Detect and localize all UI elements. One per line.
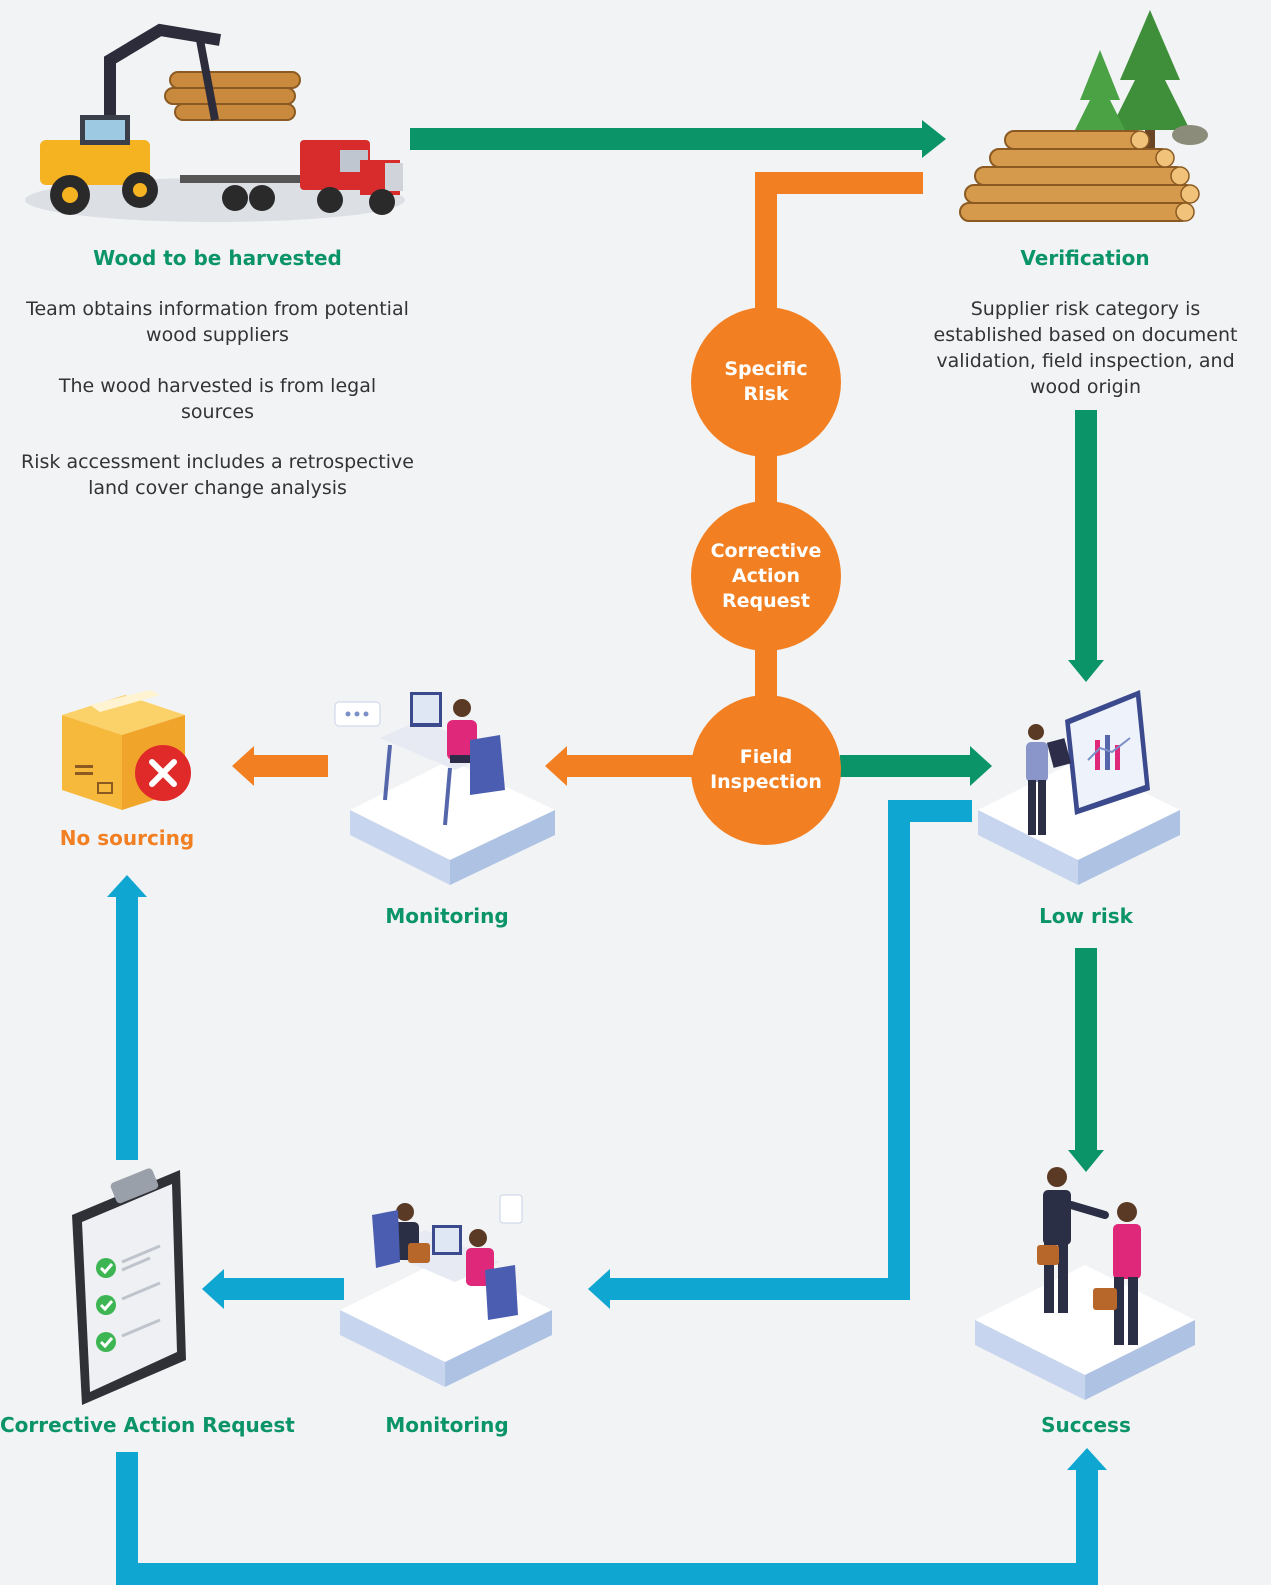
corrective-action-request-node: Corrective Action Request [691, 501, 841, 651]
arrow-field-inspection-to-low-risk [840, 746, 992, 786]
specific-risk-node: Specific Risk [691, 307, 841, 457]
verification-description: Supplier risk category is established ba… [933, 298, 1238, 398]
monitoring-meeting-illustration [340, 1194, 552, 1387]
no-sourcing-box-illustration [62, 690, 191, 810]
arrow-harvest-to-verification [410, 120, 946, 158]
trees-and-log-pile-illustration [959, 10, 1208, 222]
no-sourcing-label: No sourcing [59, 826, 195, 850]
connector-car-to-field-inspection [755, 640, 777, 700]
monitoring-top-label: Monitoring [385, 904, 509, 928]
clipboard-checklist-illustration [72, 1168, 186, 1405]
connector-verification-to-specific-risk [755, 172, 923, 312]
arrow-verification-to-low-risk [1068, 410, 1104, 682]
wood-harvested-description-3: Risk accessment includes a retrospective… [21, 451, 414, 499]
corrective-action-request-label: Corrective Action Request [0, 1413, 295, 1437]
log-loader-truck-illustration [25, 23, 405, 222]
monitoring-bottom-label: Monitoring [385, 1413, 509, 1437]
arrow-car-to-no-sourcing [107, 875, 147, 1160]
arrow-car-to-success [116, 1448, 1107, 1585]
arrow-monitoring-to-car [202, 1269, 344, 1309]
arrow-monitoring-to-no-sourcing [232, 746, 328, 786]
success-handshake-illustration [975, 1167, 1195, 1400]
wood-harvested-description-1: Team obtains information from potential … [26, 298, 409, 346]
success-label: Success [1041, 1413, 1131, 1437]
arrow-field-inspection-to-monitoring [545, 746, 695, 786]
wood-harvested-title: Wood to be harvested [93, 246, 342, 270]
connector-specific-risk-to-car [755, 450, 777, 510]
field-inspection-node: Field Inspection [691, 695, 841, 845]
arrow-low-risk-to-monitoring-bottom [588, 800, 972, 1309]
low-risk-label: Low risk [1039, 904, 1133, 928]
verification-title: Verification [1020, 246, 1150, 270]
wood-harvested-description-2: The wood harvested is from legal sources [58, 375, 377, 423]
arrow-low-risk-to-success [1068, 948, 1104, 1172]
monitoring-desk-illustration [334, 692, 555, 885]
low-risk-analyst-illustration [978, 690, 1180, 885]
